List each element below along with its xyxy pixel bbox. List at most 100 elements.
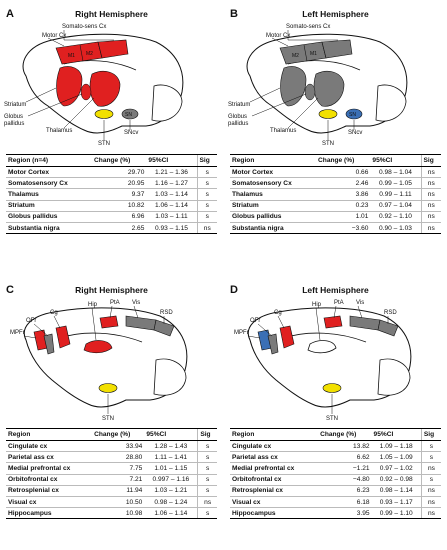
cell-ci: 0.90 – 1.03 [370, 222, 422, 235]
cell-sig: s [197, 462, 217, 475]
cell-region: Cingulate cx [230, 440, 319, 453]
panel-a: A Right Hemisphere Somato-sens Cx Motor … [4, 2, 219, 272]
cell-ci: 0.92 – 0.98 [371, 474, 422, 486]
cell-ci: 1.03 – 1.11 [146, 211, 198, 223]
label-stn: STN [322, 141, 334, 147]
header-change: Change (%) [92, 154, 147, 167]
cell-region: Visual cx [230, 496, 319, 509]
brain-diagram: Somato-sens Cx Motor Cx M2 M1 Striatum G… [228, 24, 408, 147]
cell-sig: s [196, 166, 217, 179]
globus-pallidus-region [80, 83, 92, 101]
header-region: Region [230, 428, 319, 441]
leader-lines [23, 305, 165, 414]
hippocampus-region [83, 340, 113, 354]
label-stn: STN [98, 141, 110, 147]
label-hip: Hip [312, 302, 322, 308]
cell-sig: ns [197, 496, 217, 509]
cell-ci: 0.99 – 1.11 [370, 188, 422, 201]
cell-change: −4.80 [318, 474, 372, 486]
stn-region [94, 109, 114, 119]
header-sig: Sig [196, 154, 217, 167]
cell-change: 0.66 [316, 166, 371, 179]
cell-sig: s [197, 440, 217, 453]
cell-region: Retrosplenial cx [230, 485, 319, 497]
ofr-region [267, 333, 279, 355]
striatum-region [280, 66, 307, 107]
header-region: Region [230, 154, 317, 167]
panel-c: C Right Hemisphere Cg Hip PtA Vis RSD OF… [4, 278, 219, 548]
header-sig: Sig [420, 154, 441, 167]
cell-change: 11.94 [92, 485, 145, 497]
panel-title: Left Hemisphere [302, 9, 369, 19]
label-m1: M1 [68, 53, 75, 59]
rsd-region [153, 319, 175, 337]
header-region: Region [6, 428, 93, 441]
globus-pallidus-region [304, 83, 316, 101]
motor-divider [79, 44, 84, 62]
cell-sig: ns [420, 200, 441, 212]
cell-region: Substantia nigra [230, 222, 317, 235]
cell-region: Orbitofrontal cx [230, 474, 319, 486]
leader-lines [249, 30, 355, 140]
cerebellum-shape [153, 358, 187, 396]
cell-change: 2.65 [92, 222, 147, 235]
cell-change: 10.98 [92, 507, 145, 520]
stats-table: Region Change (%) 95%CI Sig Motor Cortex… [230, 154, 441, 235]
panel-letter: B [230, 8, 238, 20]
label-striatum: Striatum [4, 102, 26, 108]
label-cg: Cg [50, 310, 58, 316]
header-change: Change (%) [316, 154, 371, 167]
cell-sig: s [197, 485, 217, 497]
label-gp-1: Globus [228, 114, 247, 120]
cell-sig: s [420, 440, 441, 453]
cell-sig: s [197, 507, 217, 520]
label-m1: M1 [310, 51, 317, 57]
cell-change: 7.21 [92, 474, 145, 486]
cell-sig: ns [420, 177, 441, 190]
cell-region: Orbitofrontal cx [6, 474, 93, 486]
label-motor: Motor Cx [42, 33, 66, 39]
cell-change: 6.96 [92, 211, 147, 223]
cingulate-region [55, 325, 71, 349]
rsd-region [377, 319, 399, 337]
cingulate-region [279, 325, 295, 349]
cell-change: 2.46 [316, 177, 371, 190]
label-vis: Vis [132, 300, 140, 306]
sn-region [121, 108, 139, 120]
header-sig: Sig [420, 428, 441, 441]
stn-region [98, 383, 118, 393]
label-somato: Somato-sens Cx [62, 24, 106, 30]
label-sn: SN [349, 112, 356, 118]
header-ci: 95%CI [371, 428, 422, 441]
cell-change: 13.82 [318, 440, 372, 453]
label-ofr: OFr [250, 318, 260, 324]
header-region: Region (n=4) [6, 154, 93, 167]
cell-sig: ns [420, 485, 441, 497]
label-mpfr: MPFr [234, 330, 249, 336]
brain-diagram: Cg Hip PtA Vis RSD OFr MPFr STN [10, 300, 188, 422]
label-pta: PtA [334, 300, 344, 306]
cell-ci: 0.93 – 1.15 [146, 222, 198, 235]
cell-sig: s [420, 474, 441, 486]
label-vis: Vis [356, 300, 364, 306]
header-sig: Sig [197, 428, 217, 441]
cell-change: 10.82 [92, 200, 147, 212]
label-striatum: Striatum [228, 102, 250, 108]
cerebellum-shape [377, 358, 411, 396]
cell-region: Motor Cortex [6, 166, 93, 179]
label-gp-2: pallidus [4, 121, 24, 127]
cell-region: Globus pallidus [6, 211, 93, 223]
cell-sig: s [196, 211, 217, 223]
label-m2: M2 [292, 53, 299, 59]
cell-ci: 1.01 – 1.15 [144, 462, 198, 475]
